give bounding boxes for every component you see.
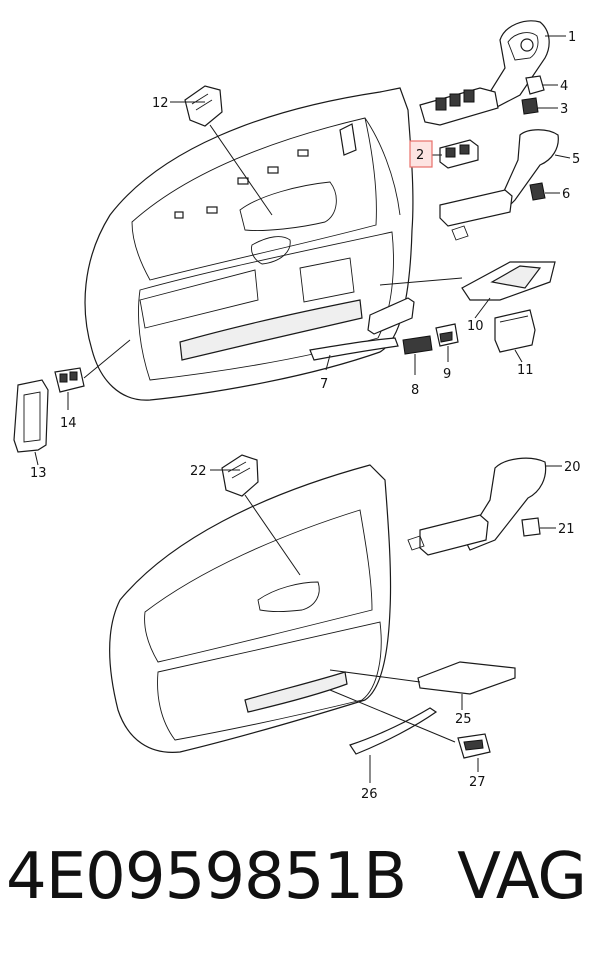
label-20: 20 bbox=[564, 460, 581, 475]
label-13: 13 bbox=[30, 466, 47, 481]
label-7: 7 bbox=[320, 377, 328, 392]
footer: 4E0959851B VAG bbox=[0, 840, 600, 950]
part-7-grab-handle bbox=[309, 337, 399, 361]
part-25-panel bbox=[417, 661, 516, 695]
label-9: 9 bbox=[443, 367, 451, 382]
part-5-trim-strip bbox=[439, 129, 559, 241]
label-27: 27 bbox=[469, 775, 486, 790]
label-25: 25 bbox=[455, 712, 472, 727]
label-26: 26 bbox=[361, 787, 378, 800]
part-21-button bbox=[521, 517, 541, 537]
brand-name: VAG bbox=[457, 840, 587, 914]
part-1-switch-bezel bbox=[484, 20, 550, 109]
front-door-trim-panel bbox=[84, 87, 414, 401]
label-1: 1 bbox=[568, 30, 576, 45]
part-number: 4E0959851B bbox=[6, 840, 407, 914]
label-10: 10 bbox=[467, 319, 484, 334]
part-12-lock-switch bbox=[184, 85, 223, 127]
label-21: 21 bbox=[558, 522, 575, 537]
part-27-switch bbox=[457, 733, 491, 759]
upper-armrest-trim bbox=[367, 297, 415, 335]
label-22: 22 bbox=[190, 464, 207, 479]
label-5: 5 bbox=[572, 152, 580, 167]
part-22-lock-switch bbox=[221, 454, 259, 497]
label-6: 6 bbox=[562, 187, 570, 202]
part-20-trim-strip bbox=[407, 457, 547, 556]
part-8-switch bbox=[402, 335, 433, 355]
part-2-window-switch bbox=[419, 87, 499, 169]
label-14: 14 bbox=[60, 416, 77, 431]
label-3: 3 bbox=[560, 102, 568, 117]
part-4-cap bbox=[525, 75, 545, 95]
label-11: 11 bbox=[517, 363, 534, 378]
leader-lines bbox=[34, 35, 571, 783]
part-26-grab-handle bbox=[349, 707, 438, 755]
label-12: 12 bbox=[152, 96, 169, 111]
part-labels: 1 2 3 4 5 6 7 8 9 10 11 12 13 14 20 21 2… bbox=[30, 30, 581, 800]
rear-door-trim-panel bbox=[109, 464, 392, 753]
part-13-bezel bbox=[13, 379, 49, 453]
part-9-switch bbox=[435, 323, 459, 347]
part-10-switch-housing bbox=[461, 261, 556, 301]
part-3-button bbox=[521, 97, 539, 115]
label-2: 2 bbox=[416, 148, 424, 163]
part-6-button bbox=[529, 182, 546, 201]
part-11-mirror-switch bbox=[494, 309, 536, 353]
label-8: 8 bbox=[411, 383, 419, 398]
part-14-switch bbox=[54, 367, 85, 393]
exploded-parts-diagram: 1 2 3 4 5 6 7 8 9 10 11 12 13 14 20 21 2… bbox=[13, 20, 581, 800]
label-4: 4 bbox=[560, 79, 568, 94]
highlight-box-part-2 bbox=[409, 140, 433, 168]
